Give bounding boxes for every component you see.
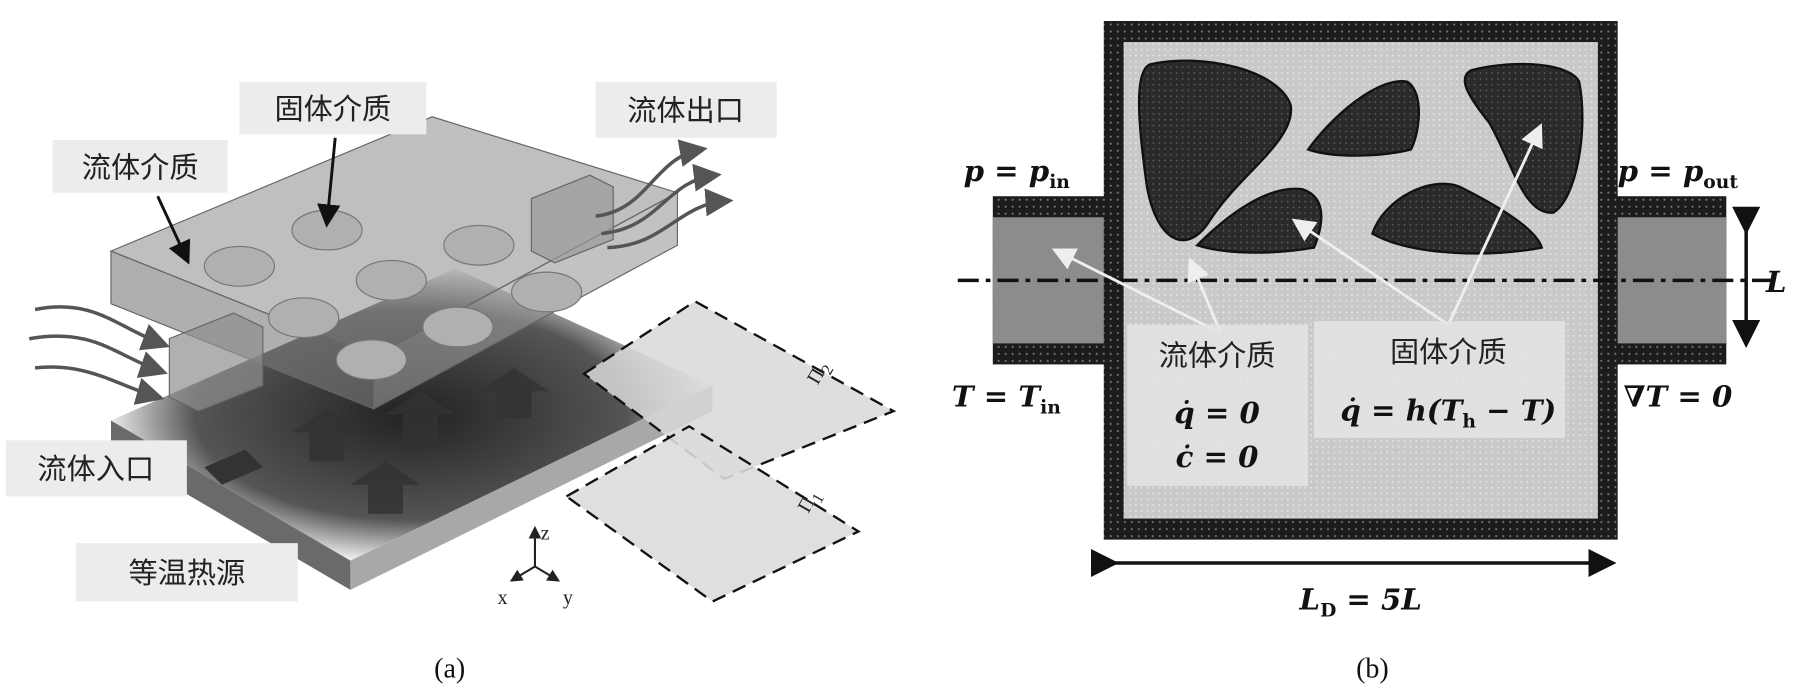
inlet-pressure-bc: p = pin [964, 154, 1071, 193]
pipe-width-dimension: L [1732, 206, 1787, 349]
inlet-temperature-bc: T = Tin [952, 379, 1061, 418]
inlet-port [168, 312, 264, 412]
svg-text:z: z [541, 523, 550, 545]
svg-text:x: x [498, 587, 508, 609]
inflow-arrows [28, 305, 171, 405]
axis-triad: z x y [498, 523, 573, 609]
outlet-port [530, 174, 614, 264]
svg-text:y: y [563, 587, 573, 609]
panel-a: Π2 Π1 [5, 81, 897, 684]
svg-text:L: L [1765, 265, 1787, 299]
fluid-label: 流体介质 [1159, 339, 1276, 373]
fluid-box: 流体介质 q̇ = 0 ċ = 0 [1127, 324, 1309, 486]
label-heat-source: 等温热源 [75, 543, 298, 602]
svg-text:LD = 5L: LD = 5L [1299, 583, 1422, 622]
svg-text:固体介质: 固体介质 [275, 92, 392, 126]
pointer-arrows [156, 137, 341, 265]
label-fluid-inlet: 流体入口 [5, 440, 187, 497]
outlet-pressure-bc: p = pout [1618, 154, 1739, 193]
svg-text:流体出口: 流体出口 [627, 93, 744, 127]
domain-length-dimension: LD = 5L [1090, 548, 1617, 622]
caption-b: (b) [1356, 653, 1389, 684]
plane-pi2: Π2 [581, 299, 897, 481]
svg-text:等温热源: 等温热源 [129, 556, 246, 590]
label-solid-medium: 固体介质 [239, 81, 427, 135]
label-fluid-outlet: 流体出口 [595, 81, 777, 138]
svg-text:流体介质: 流体介质 [82, 151, 199, 185]
fluid-eq-source: ċ = 0 [1176, 440, 1259, 474]
outlet-temperature-bc: ∇T = 0 [1624, 379, 1733, 413]
pointer-arrows-b [1051, 123, 1543, 335]
heat-flux-arrows [292, 367, 549, 514]
plane-pi1: Π1 [564, 424, 861, 603]
solid-cylinders [203, 209, 583, 381]
outflow-arrows [595, 139, 734, 250]
label-fluid-medium: 流体介质 [52, 140, 228, 193]
solid-label: 固体介质 [1390, 335, 1507, 369]
fluid-eq-heat: q̇ = 0 [1174, 396, 1260, 430]
caption-a: (a) [434, 653, 465, 684]
solid-eq: q̇ = h(Th − T) [1340, 393, 1556, 432]
panel-b: 流体介质 q̇ = 0 ċ = 0 固体介质 q̇ = h(Th − T) p … [952, 21, 1787, 684]
svg-text:流体入口: 流体入口 [37, 452, 154, 486]
solid-box: 固体介质 q̇ = h(Th − T) [1314, 321, 1566, 438]
